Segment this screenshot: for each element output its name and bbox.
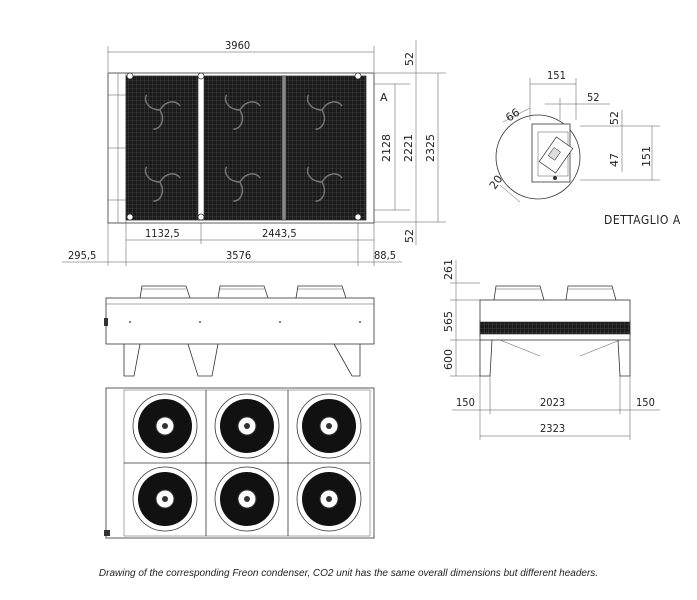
detail-dim-20: 20 xyxy=(487,173,506,192)
fan-icon xyxy=(296,393,362,459)
dim-top-width: 3960 xyxy=(225,39,250,52)
front-elevation xyxy=(104,285,375,377)
dim-leg-right: 150 xyxy=(636,396,655,409)
dim-left-offset: 1132,5 xyxy=(145,227,180,240)
dim-body-length: 3576 xyxy=(226,249,251,262)
figure-caption: Drawing of the corresponding Freon conde… xyxy=(98,568,599,579)
dim-overhang-right: 88,5 xyxy=(374,249,396,262)
dim-side-top: 261 xyxy=(442,259,455,280)
dim-side-mid: 565 xyxy=(442,311,455,332)
dim-fan-pitch: 2443,5 xyxy=(262,227,297,240)
detail-marker: A xyxy=(380,91,388,104)
fan-plan-view xyxy=(104,387,375,539)
detail-label: DETTAGLIO A xyxy=(604,213,681,227)
fan-icon xyxy=(132,466,198,532)
side-elevation: 261 565 600 150 2023 150 2323 xyxy=(442,259,660,440)
top-view: A 3960 2128 2221 2325 52 52 1132,5 2443,… xyxy=(62,39,446,266)
detail-dim-47: 47 xyxy=(608,153,621,167)
dim-inner-height: 2128 xyxy=(380,134,393,162)
coil-grid xyxy=(125,75,367,221)
detail-dim-52: 52 xyxy=(587,91,600,104)
dim-top-margin: 52 xyxy=(403,52,416,66)
fan-icon xyxy=(296,466,362,532)
dim-side-bottom: 600 xyxy=(442,349,455,370)
detail-a-view: 151 52 66 52 47 151 20 DETTAGLIO A xyxy=(487,69,681,227)
dim-side-overall: 2323 xyxy=(540,422,565,435)
dim-overhang-left: 295,5 xyxy=(68,249,96,262)
detail-dim-151-top: 151 xyxy=(547,69,566,82)
fan-icon xyxy=(132,393,198,459)
detail-dim-52-side: 52 xyxy=(608,111,621,125)
detail-dim-66: 66 xyxy=(503,106,522,125)
dim-leg-left: 150 xyxy=(456,396,475,409)
fan-icon xyxy=(214,466,280,532)
dim-bottom-margin: 52 xyxy=(403,229,416,243)
dim-mid-height: 2221 xyxy=(402,134,415,162)
detail-dim-151-side: 151 xyxy=(640,146,653,167)
dim-overall-height: 2325 xyxy=(424,134,437,162)
fan-icon xyxy=(214,393,280,459)
dim-leg-span: 2023 xyxy=(540,396,565,409)
